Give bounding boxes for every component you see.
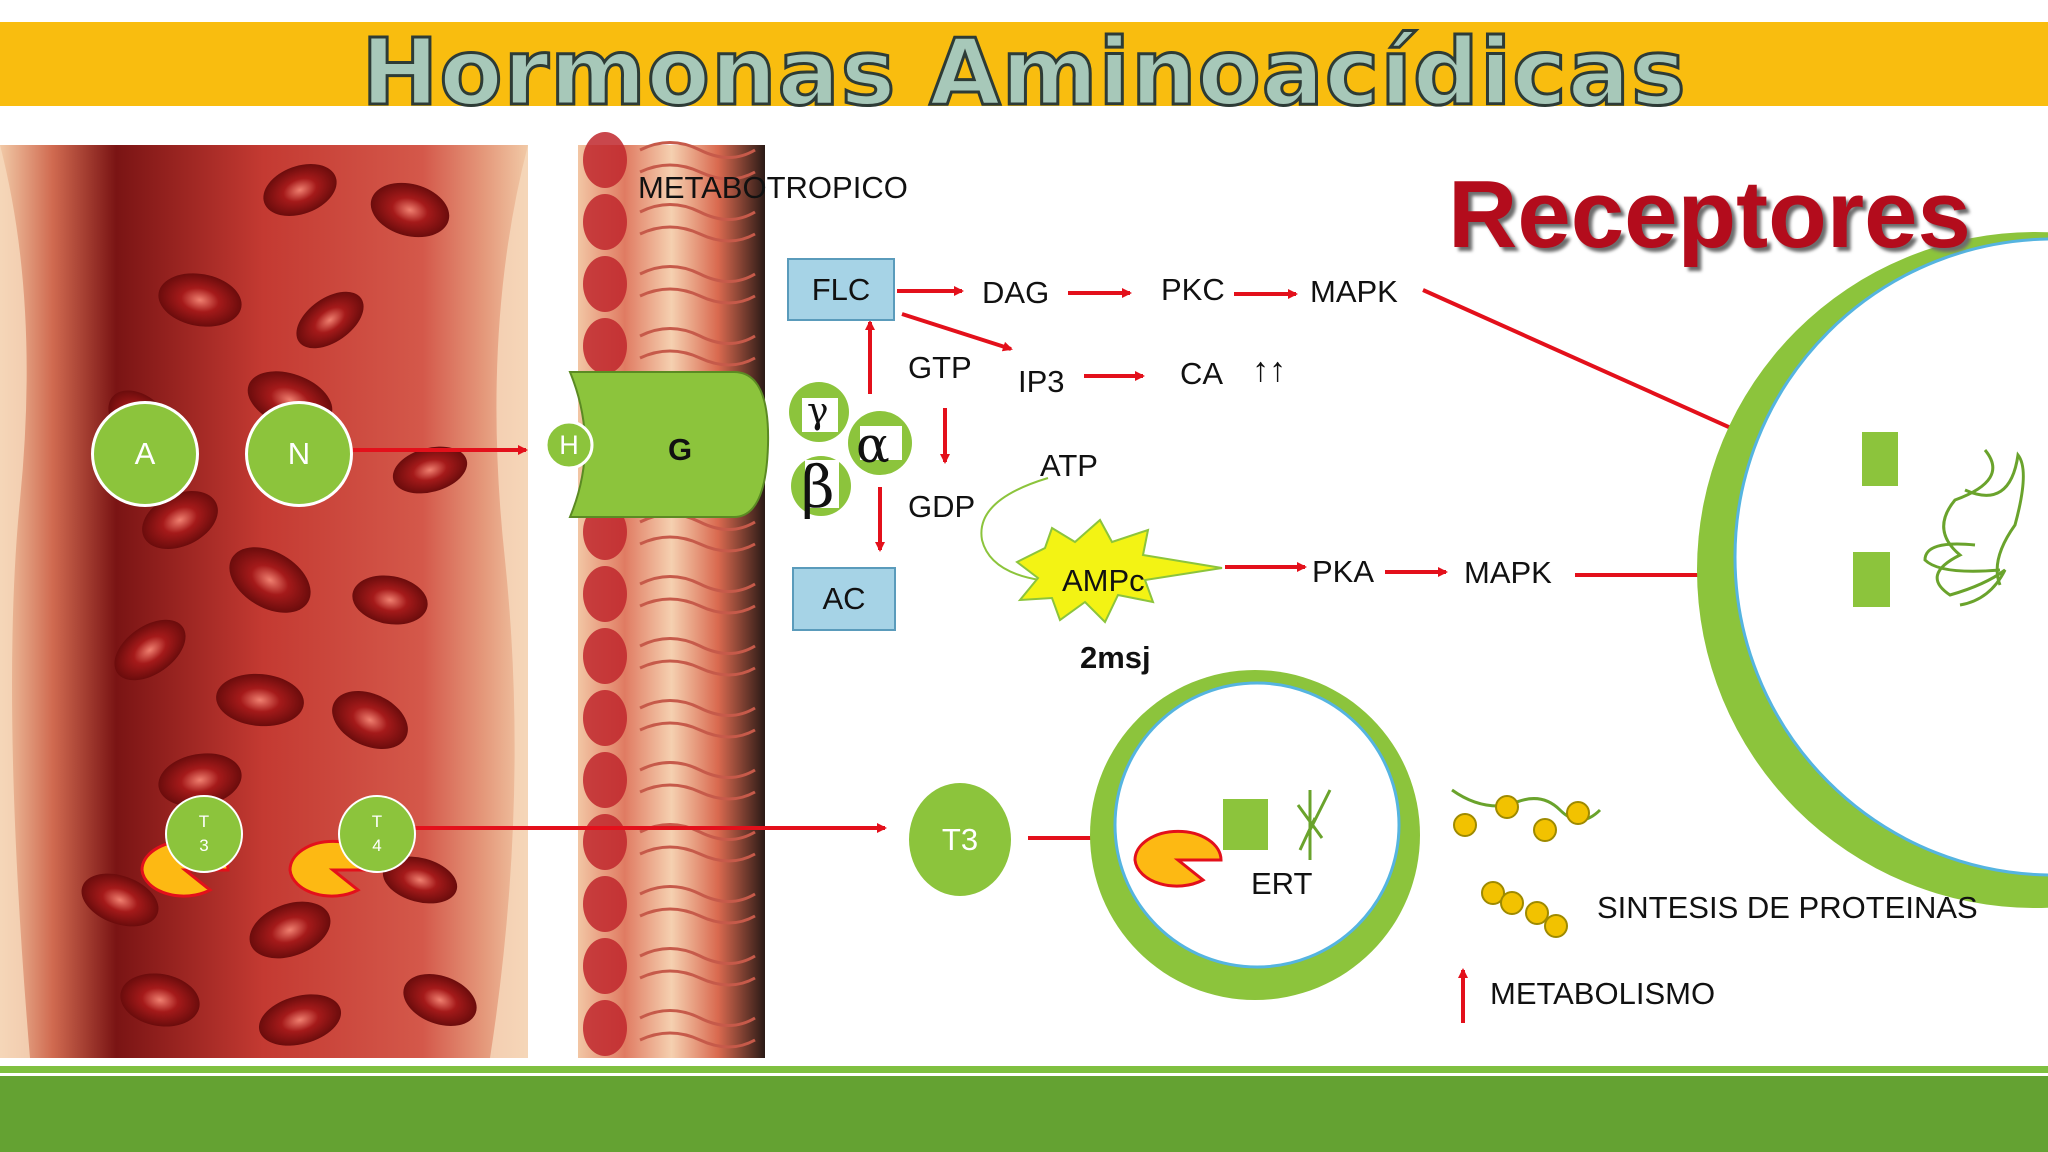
- pka-label: PKA: [1312, 554, 1375, 589]
- red-blood-cell: [403, 973, 477, 1027]
- tissue-cell: [583, 752, 627, 808]
- red-blood-cell: [382, 856, 458, 904]
- tissue-fiber: [639, 327, 756, 367]
- title-bar: [0, 22, 2048, 106]
- tissue-fiber: [639, 761, 756, 801]
- ca-label: CA: [1180, 356, 1224, 391]
- red-blood-cell: [332, 690, 408, 750]
- gtp-label: GTP: [908, 350, 972, 385]
- tissue-cell: [583, 566, 627, 622]
- atp-label: ATP: [1040, 448, 1098, 483]
- red-blood-cell: [158, 273, 242, 327]
- red-blood-cell: [370, 182, 450, 238]
- receptores-heading: Receptores: [1448, 161, 1971, 268]
- hormone-n-label: N: [287, 436, 311, 471]
- red-blood-cell: [114, 619, 186, 681]
- receptor-h-circle: [544, 420, 594, 470]
- red-blood-cell: [258, 994, 342, 1046]
- tissue-fiber: [639, 699, 756, 739]
- red-blood-cell: [296, 291, 364, 349]
- nucleus-large: [1697, 232, 2048, 908]
- tissue-fiber: [639, 885, 756, 925]
- ca-increase-arrows: ↑↑: [1252, 351, 1286, 389]
- t4-bound-label: T 4: [371, 812, 383, 855]
- tissue-cell: [583, 132, 627, 188]
- tissue-cell: [583, 628, 627, 684]
- red-blood-cell: [158, 753, 242, 807]
- t4-bound-circle: T 4: [338, 795, 416, 873]
- pkc-label: PKC: [1161, 272, 1225, 307]
- alpha-subunit-label: α: [856, 416, 890, 474]
- tissue-cell: [583, 690, 627, 746]
- footer-bar: [0, 1076, 2048, 1152]
- slide-title: Hormonas Aminoacídicas: [360, 18, 1687, 128]
- t3-free-circle: T3: [907, 781, 1013, 898]
- tissue-fiber: [639, 575, 756, 615]
- ampc-label: AMPc: [1062, 563, 1145, 598]
- two-msj-label: 2msj: [1080, 640, 1151, 675]
- tissue-fiber: [639, 141, 756, 181]
- red-blood-cell: [392, 446, 468, 494]
- tissue-fiber: [639, 1009, 756, 1049]
- tissue-fiber: [639, 203, 756, 243]
- gamma-subunit-label: γ: [807, 391, 829, 432]
- red-blood-cell: [352, 575, 428, 625]
- nucleus-small: [1090, 670, 1420, 1000]
- ert-label: ERT: [1251, 866, 1313, 901]
- mapk-top-label: MAPK: [1310, 274, 1398, 309]
- t3-bound-circle: T 3: [165, 795, 243, 873]
- t3-free-label: T3: [941, 821, 979, 857]
- tissue-cell: [583, 938, 627, 994]
- tissue-fiber: [639, 947, 756, 987]
- tissue-cell: [583, 1000, 627, 1056]
- t3-bound-label: T 3: [198, 812, 210, 855]
- tissue-fiber: [639, 265, 756, 305]
- tissue-fiber: [639, 637, 756, 677]
- red-blood-cell: [229, 547, 311, 613]
- red-blood-cell: [216, 673, 304, 727]
- flc-box: FLC: [787, 258, 895, 321]
- cell-membrane-tissue-image: [578, 132, 765, 1058]
- footer-accent-line: [0, 1066, 2048, 1073]
- flc-label: FLC: [811, 271, 871, 307]
- red-blood-cell: [263, 163, 337, 217]
- dag-label: DAG: [982, 275, 1050, 310]
- tissue-cell: [583, 318, 627, 374]
- gdp-label: GDP: [908, 489, 976, 524]
- metabotropico-label: METABOTROPICO: [638, 170, 908, 205]
- red-blood-cell: [142, 490, 218, 550]
- tissue-cell: [583, 256, 627, 312]
- red-blood-cell: [249, 901, 331, 959]
- red-blood-cell: [81, 873, 159, 927]
- protein-chains: [1451, 788, 1602, 938]
- tissue-cell: [583, 814, 627, 870]
- ampc-burst: [1015, 518, 1223, 624]
- hormone-a-circle: A: [91, 401, 199, 507]
- ip3-label: IP3: [1018, 364, 1065, 399]
- mapk-mid-label: MAPK: [1464, 555, 1552, 590]
- sintesis-label: SINTESIS DE PROTEINAS: [1597, 890, 1978, 925]
- ac-box: AC: [792, 567, 896, 631]
- ac-label: AC: [822, 581, 866, 616]
- red-blood-cell: [120, 973, 200, 1027]
- tissue-cell: [583, 876, 627, 932]
- hormone-n-circle: N: [245, 401, 353, 507]
- blood-vessel-image: [0, 145, 528, 1122]
- g-protein-label: G: [668, 432, 693, 467]
- tissue-cell: [583, 194, 627, 250]
- atp-conversion-curve: [980, 477, 1049, 581]
- beta-subunit-label: β: [801, 453, 835, 521]
- g-protein-subunits: [789, 382, 912, 516]
- receptor-h-label: H: [559, 429, 579, 460]
- metabolismo-label: METABOLISMO: [1490, 976, 1716, 1011]
- hormone-a-label: A: [134, 436, 156, 471]
